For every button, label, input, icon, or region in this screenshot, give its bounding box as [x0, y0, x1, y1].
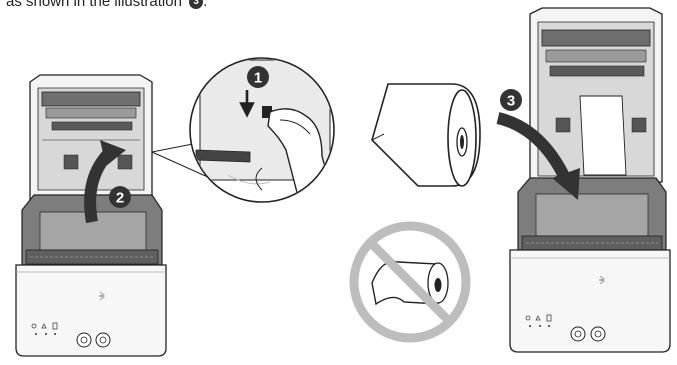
power-button-icon[interactable]: [96, 333, 110, 347]
feed-icon[interactable]: [571, 327, 585, 341]
step-3-label: 3: [507, 93, 515, 110]
step-2-label: 2: [116, 190, 124, 207]
feed-icon[interactable]: [77, 333, 91, 347]
release-lever-detail: 1: [152, 58, 334, 204]
step-1-label: 1: [254, 70, 262, 87]
left-printer-body: [16, 265, 166, 356]
right-printer: [510, 8, 670, 352]
right-printer-body: [510, 250, 670, 352]
right-printer-paper-bay: [518, 178, 666, 250]
wrong-orientation-warning: [354, 226, 466, 338]
paper-roll: [372, 84, 480, 186]
paper-strip: [580, 96, 626, 175]
power-button-icon[interactable]: [591, 327, 605, 341]
left-printer: 2: [16, 75, 166, 356]
